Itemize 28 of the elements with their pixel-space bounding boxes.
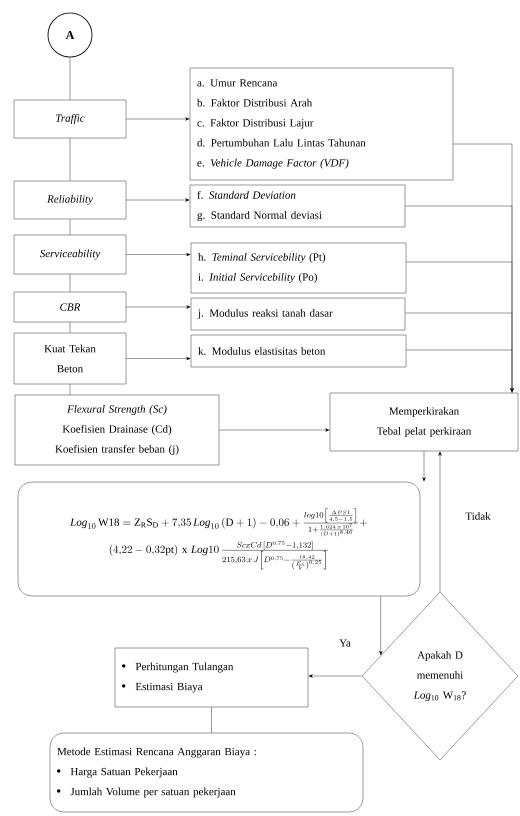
parameter-list-box: f. Standard Deviation g. Standard Normal deviasi (190, 184, 406, 228)
arrow (126, 305, 190, 309)
input-box: Serviceability (14, 234, 126, 274)
process-box: Perhitungan Tulangan Estimasi Biaya (114, 648, 308, 708)
edge-label: Tidak (464, 511, 492, 521)
input-box: Kuat Tekan Beton (14, 332, 126, 384)
input-box: CBR (14, 292, 126, 322)
parameter-list-box: h. Teminal Servicebility (Pt) i. Initial Servicebility (Po) (190, 242, 406, 294)
parameter-list-box: a. Umur Rencana b. Faktor Distribusi Arah c. Faktor Distribusi Lajur d. Pertumbuhan Lalu Lintas Tahunan e. Vehicle Damage Factor (VDF) (190, 68, 454, 180)
arrow (219, 428, 330, 432)
input-box: Flexural Strength (Sc) Koefisien Drainase (Cd) Koefisien transfer beban (j) (14, 394, 220, 466)
arrow (422, 451, 426, 482)
parameter-list-box: j. Modulus reaksi tanah dasar (190, 298, 406, 330)
arrow (379, 596, 383, 656)
input-box: Reliability (14, 180, 126, 220)
arrow (126, 117, 190, 121)
parameter-list-box: k. Modulus elastisitas beton (190, 334, 406, 368)
arrow (126, 198, 190, 202)
arrow (126, 356, 190, 360)
edge-label: Ya (338, 638, 352, 648)
arrow (438, 452, 442, 592)
process-box: Memperkirakan Tebal pelat perkiraan (330, 392, 518, 452)
terminal-box: Metode Estimasi Rencana Anggaran Biaya : Harga Satuan Pekerjaan Jumlah Volume per satuan pekerjaan (50, 732, 364, 812)
input-box: Traffic (14, 100, 126, 138)
formula-box: $\mathit{Log}_{10}\,\mathrm{W18} = \mathrm{Z_R S_D} + 7{,}35\,\mathit{Log}_{10}\,(\mathrm{D}+1) - 0{,}06 + \frac{log10\left[\frac{\Delta PSI}{4{,}5-1{,}5}\right]}{1+\frac{1{,}624\,x\,10^7}{(D+1)^{8{,}46}}} +$ $(4{,}22 - 0{,}32\mathrm{pt})\ \mathrm{x}\ \mathit{Log}10\,\frac{ScxCd\,[D^{0{,}75}-1{,}132]}{215{,}63\,x\,J\left[D^{0{,}75}-\frac{18{,}42}{\left(\frac{Ec}{k}\right)^{0{,}25}}\right]}$ (18, 482, 420, 596)
arrow (308, 674, 362, 678)
arrow (406, 350, 514, 392)
arrow (126, 252, 190, 256)
